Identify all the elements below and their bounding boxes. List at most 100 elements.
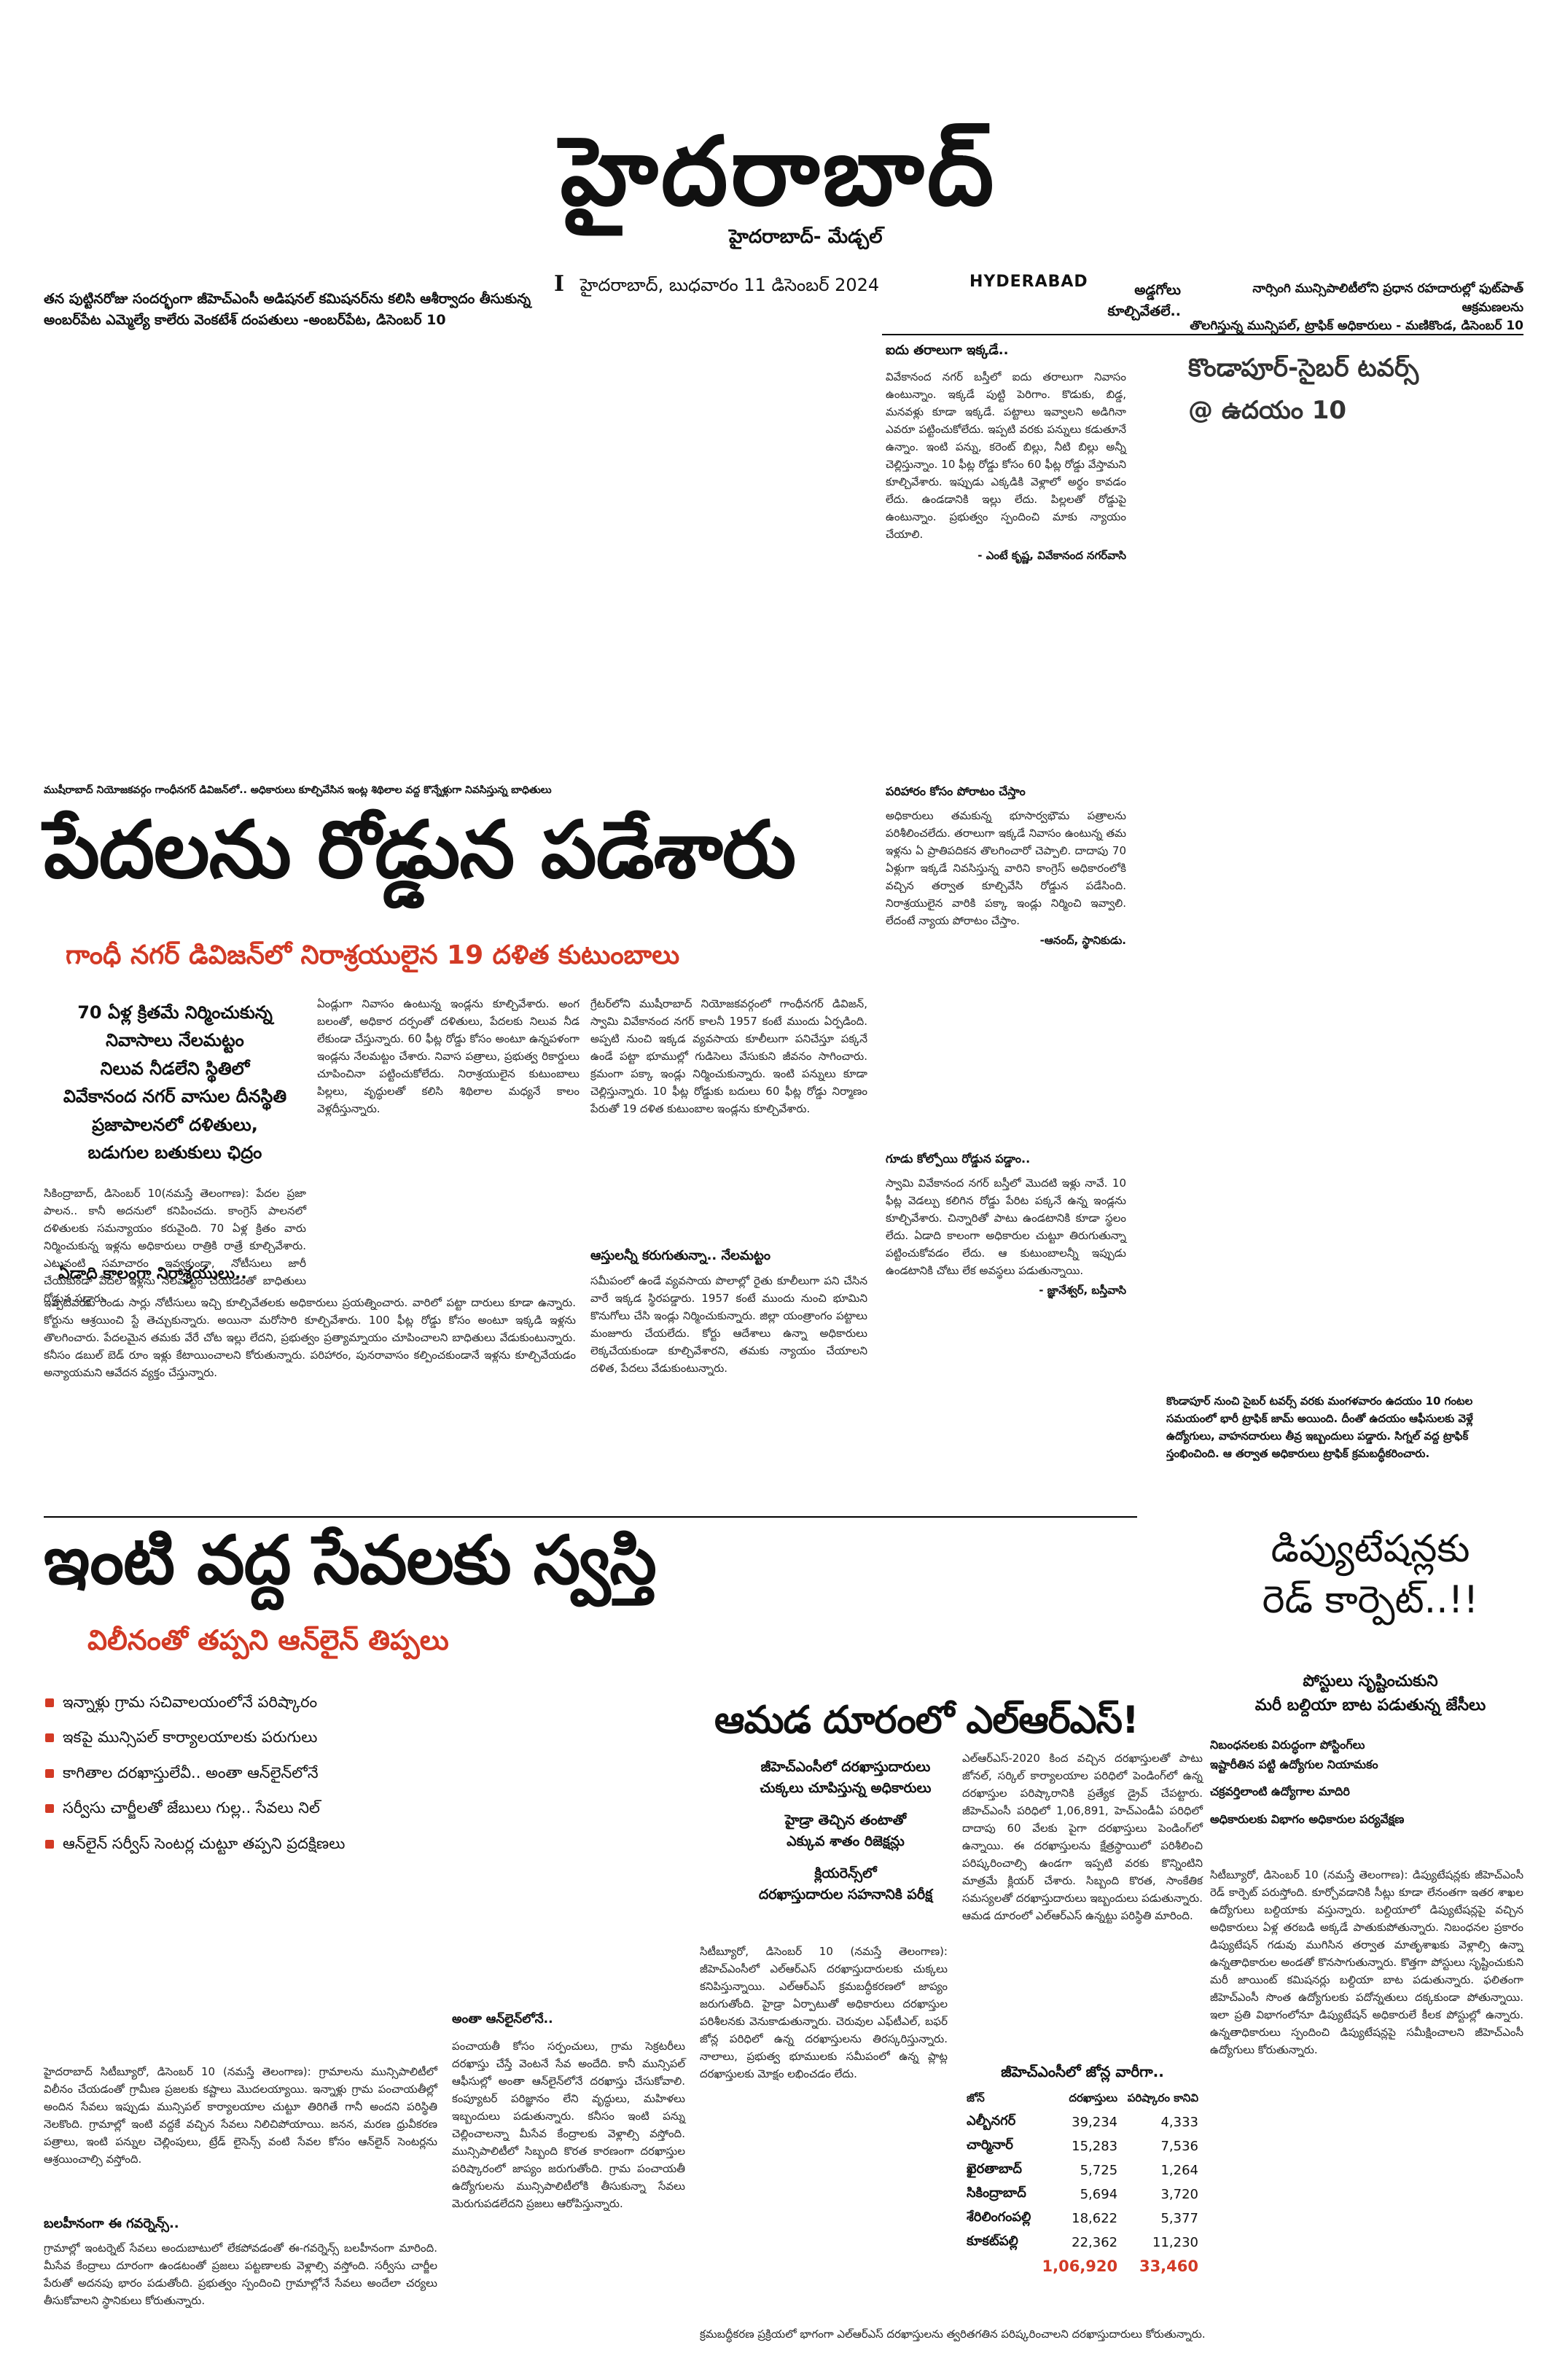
table-header: జోన్ <box>967 2091 985 2104</box>
story4-col: సిటీబ్యూరో, డిసెంబర్ 10 (నమస్తే తెలంగాణ)… <box>1210 1868 1523 2056</box>
bullet-item: సర్వీసు చార్జీలతో జేబులు గుల్ల.. సేవలు న… <box>44 1797 423 1819</box>
total-applications: 1,06,920 <box>1042 2258 1118 2275</box>
story2-col2-subhead: అంతా ఆన్‌లైన్‌లోనే.. <box>452 2012 553 2026</box>
story4-headline-line2: రెడ్ కార్పెట్..!! <box>1262 1578 1479 1623</box>
story1-col1: సికింద్రాబాద్, డిసెంబర్ 10(నమస్తే తెలంగా… <box>44 1187 306 1305</box>
table-header-row: జోన్ దరఖాస్తులు పరిష్కారం కానివి <box>962 2088 1203 2110</box>
masthead-subtitle: హైదరాబాద్- మేడ్చల్ <box>729 226 883 248</box>
table-header: దరఖాస్తులు <box>1069 2091 1118 2104</box>
zone-pending: 5,377 <box>1160 2211 1198 2226</box>
bullet-item: ఇష్టారీతిన పట్టి ఉద్యోగుల నియామకం <box>1210 1757 1378 1772</box>
teaser-left: తన పుట్టినరోజు సందర్భంగా జీహెచ్ఎంసీ అడిష… <box>44 289 627 330</box>
story1-sub1-title: ఏడాది కాలంగా నిరాశ్రయులు.. <box>58 1265 247 1283</box>
intro-line: ఎక్కువ శాతం రిజెక్షన్లు <box>787 1833 905 1850</box>
table-header: పరిష్కారం కానివి <box>1127 2091 1198 2104</box>
zone-name: సికింద్రాబాద్ <box>967 2185 1026 2201</box>
table-row: కూకట్‌పల్లి 22,362 11,230 <box>962 2231 1203 2255</box>
teaser-mid-line1: అడ్డగోలు <box>1134 282 1181 298</box>
zone-pending: 3,720 <box>1160 2187 1198 2202</box>
table-row: చార్మినార్ 15,283 7,536 <box>962 2134 1203 2158</box>
pull-line: నివాసాలు నేలమట్టం <box>106 1030 244 1051</box>
intro-line: జీహెచ్ఎంసీలో దరఖాస్తుదారులు <box>760 1759 931 1775</box>
story3-col2: ఎల్ఆర్ఎస్-2020 కింద వచ్చిన దరఖాస్తులతో ప… <box>962 1752 1203 1922</box>
zone-pending: 7,536 <box>1160 2139 1198 2154</box>
story4-headline-line1: డిప్యుటేషన్లకు <box>1271 1527 1470 1571</box>
teaser-mid-line2: కూల్చివేతలే.. <box>1107 303 1181 319</box>
story3-tail: క్రమబద్ధీకరణ ప్రక్రియలో భాగంగా ఎల్ఆర్ఎస్… <box>700 2328 1206 2341</box>
bullet-item: నిబంధనలకు విరుద్ధంగా పోస్టింగ్‌లు <box>1210 1738 1365 1752</box>
zone-name: కూకట్‌పల్లి <box>967 2233 1018 2249</box>
story2-headline: ఇంటి వద్ద సేవలకు స్వస్తి <box>44 1521 657 1599</box>
kondapur-caption: కొండాపూర్ నుంచి సైబర్ టవర్స్ వరకు మంగళవా… <box>1166 1394 1473 1460</box>
teaser-left-line1: తన పుట్టినరోజు సందర్భంగా జీహెచ్ఎంసీ అడిష… <box>44 291 531 307</box>
table-row: సికింద్రాబాద్ 5,694 3,720 <box>962 2182 1203 2207</box>
teaser-right-line1: నార్సింగి మున్సిపాలిటీలోని ప్రధాన రహదారు… <box>1252 281 1523 315</box>
masthead-title: హైదరాబాద్ <box>560 115 997 227</box>
table-title: జీహెచ్ఎంసీలో జోన్ల వారీగా.. <box>1001 2063 1164 2080</box>
table-total-row: 1,06,920 33,460 <box>962 2255 1203 2278</box>
sidebar3-text: స్వామి వివేకానంద నగర్ బస్తీలో మొదటి ఇళ్ల… <box>886 1177 1126 1277</box>
intro-line: హైడ్రా తెచ్చిన తంటాతో <box>784 1811 907 1828</box>
sidebar-title: ఐదు తరాలుగా ఇక్కడే.. <box>886 343 1009 358</box>
pull-line: ప్రజాపాలనలో దళితులు, <box>92 1114 258 1135</box>
total-pending: 33,460 <box>1139 2258 1198 2275</box>
zone-pending: 1,264 <box>1160 2163 1198 2178</box>
zone-table: జోన్ దరఖాస్తులు పరిష్కారం కానివి ఎల్బీనగ… <box>962 2088 1203 2278</box>
sidebar3-title: గూడు కోల్పోయి రోడ్డున పడ్డాం.. <box>886 1152 1031 1166</box>
sidebar-text: వివేకానంద నగర్ బస్తీలో ఐదు తరాలుగా నివాస… <box>886 370 1126 541</box>
kondapur-line2: @ ఉదయం 10 <box>1188 396 1347 425</box>
zone-applications: 22,362 <box>1072 2235 1118 2250</box>
story2-col1: హైదరాబాద్ సిటీబ్యూరో, డిసెంబర్ 10 (నమస్త… <box>44 2065 437 2166</box>
zone-name: ఎల్బీనగర్ <box>967 2113 1016 2129</box>
pull-line: నిలువ నీడలేని స్థితిలో <box>100 1058 250 1079</box>
story1-col2: ఏండ్లుగా నివాసం ఉంటున్న ఇండ్లను కూల్చివే… <box>317 997 580 1115</box>
story1-subhead: గాంధీ నగర్ డివిజన్‌లో నిరాశ్రయులైన 19 దళ… <box>66 940 680 970</box>
story1-sub2-title: ఆస్తులన్నీ కరుగుతున్నా.. నేలమట్టం <box>590 1248 770 1263</box>
bullet-item: అధికారులకు విభాగం అధికారుల పర్యవేక్షణ <box>1210 1811 1405 1826</box>
teaser-right-line2: తొలగిస్తున్న మున్సిపల్, ట్రాఫిక్ అధికారు… <box>1190 319 1523 333</box>
zone-name: శేరిలింగంపల్లి <box>967 2209 1031 2225</box>
zone-name: చార్మినార్ <box>967 2137 1013 2153</box>
story2-col1-subtext: గ్రామాల్లో ఇంటర్నెట్ సేవలు అందుబాటులో లే… <box>44 2242 437 2307</box>
top-rule <box>882 334 1523 335</box>
zone-pending: 11,230 <box>1152 2235 1198 2250</box>
story3-col1: సిటీబ్యూరో, డిసెంబర్ 10 (నమస్తే తెలంగాణ)… <box>700 1945 948 2080</box>
bullet-item: కాగితాల దరఖాస్తులేవీ.. అంతా ఆన్‌లైన్‌లోన… <box>44 1762 423 1784</box>
pull-line: వివేకానంద నగర్ వాసుల దీనస్థితి <box>63 1086 287 1107</box>
intro-line: చుక్కలు చూపిస్తున్న అధికారులు <box>760 1780 932 1797</box>
story1-pull-quote: 70 ఏళ్ల క్రితమే నిర్మించుకున్న నివాసాలు … <box>44 999 306 1166</box>
story3-headline: ఆమడ దూరంలో ఎల్‌ఆర్‌ఎస్! <box>714 1698 1139 1742</box>
story2-bullets: ఇన్నాళ్లు గ్రామ సచివాలయంలోనే పరిష్కారం ఇ… <box>44 1691 423 1868</box>
bullet-item: చక్రవర్తిలాంటి ఉద్యోగాల మాదిరి <box>1210 1784 1350 1799</box>
story2-subhead: విలీనంతో తప్పని ఆన్‌లైన్ తిప్పలు <box>87 1624 449 1656</box>
story4-headline: డిప్యుటేషన్లకు రెడ్ కార్పెట్..!! <box>1210 1523 1531 1626</box>
zone-applications: 39,234 <box>1072 2115 1118 2130</box>
story1-col3: గ్రేటర్‌లోని ముషీరాబాద్ నియోజకవర్గంలో గా… <box>590 997 867 1115</box>
story2-col2: పంచాయతీ కోసం సర్పంచులు, గ్రామ సెక్రటరీలు… <box>452 2040 685 2210</box>
story1-photo-caption: ముషీరాబాద్ నియోజకవర్గం గాంధీనగర్ డివిజన్… <box>44 784 552 796</box>
story1-sub2-text: సమీపంలో ఉండే వ్యవసాయ పొలాల్లో రైతు కూలీల… <box>590 1274 867 1375</box>
kondapur-box: కొండాపూర్-సైబర్ టవర్స్ @ ఉదయం 10 <box>1188 354 1523 431</box>
zone-applications: 5,694 <box>1080 2187 1118 2202</box>
bullet-item: ఇన్నాళ్లు గ్రామ సచివాలయంలోనే పరిష్కారం <box>44 1691 423 1713</box>
zone-applications: 15,283 <box>1072 2139 1118 2154</box>
bullet-item: ఆన్‌లైన్ సర్వీస్ సెంటర్ల చుట్టూ తప్పని ప… <box>44 1833 423 1854</box>
story2-col1-subhead: బలహీనంగా ఈ గవర్నెన్స్.. <box>44 2216 179 2231</box>
story1-sub1-text: ఇప్పటివరకు రెండు సార్లు నోటీసులు ఇచ్చి క… <box>44 1296 576 1379</box>
date-text: హైదరాబాద్, బుధవారం 11 డిసెంబర్ 2024 <box>580 275 880 295</box>
pull-line: బడుగుల బతుకులు ఛిద్రం <box>87 1142 262 1163</box>
intro-line: క్లియరెన్స్‌లో <box>814 1865 877 1881</box>
sidebar-signature: - ఎంటే కృష్ణ, వివేకానంద నగర్‌వాసి <box>977 549 1126 562</box>
story4-intro: పోస్టులు సృష్టించుకుని మరీ బల్దియా బాట ప… <box>1210 1669 1531 1717</box>
city-name: HYDERABAD <box>969 273 1088 291</box>
sidebar-five-generations: ఐదు తరాలుగా ఇక్కడే.. వివేకానంద నగర్ బస్త… <box>886 343 1126 565</box>
kondapur-line1: కొండాపూర్-సైబర్ టవర్స్ <box>1188 354 1419 383</box>
zone-applications: 5,725 <box>1080 2163 1118 2178</box>
pull-line: 70 ఏళ్ల క్రితమే నిర్మించుకున్న <box>77 1002 273 1023</box>
story3-intro: జీహెచ్ఎంసీలో దరఖాస్తుదారులు చుక్కలు చూపి… <box>700 1757 991 1906</box>
sidebar-lost-shelter: గూడు కోల్పోయి రోడ్డున పడ్డాం.. స్వామి వి… <box>886 1152 1126 1300</box>
intro-line: పోస్టులు సృష్టించుకుని <box>1303 1672 1438 1690</box>
page-marker: I <box>554 271 565 297</box>
